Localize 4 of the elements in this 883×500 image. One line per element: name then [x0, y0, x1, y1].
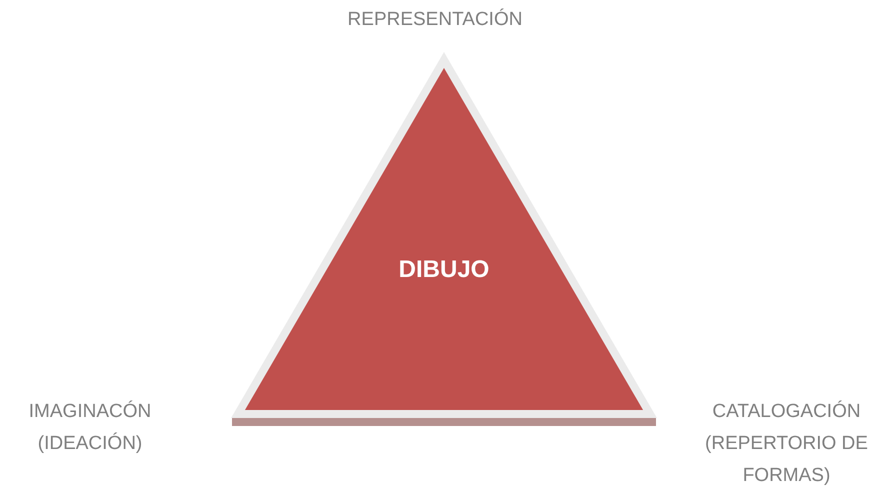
triangle-title: DIBUJO — [398, 256, 490, 284]
corner-label: CATALOGACIÓN (REPERTORIO DE FORMAS) — [704, 400, 869, 488]
corner-label: IMAGINACÓN (IDEACIÓN) — [28, 400, 152, 456]
corner-label: REPRESENTACIÓN — [346, 8, 524, 32]
